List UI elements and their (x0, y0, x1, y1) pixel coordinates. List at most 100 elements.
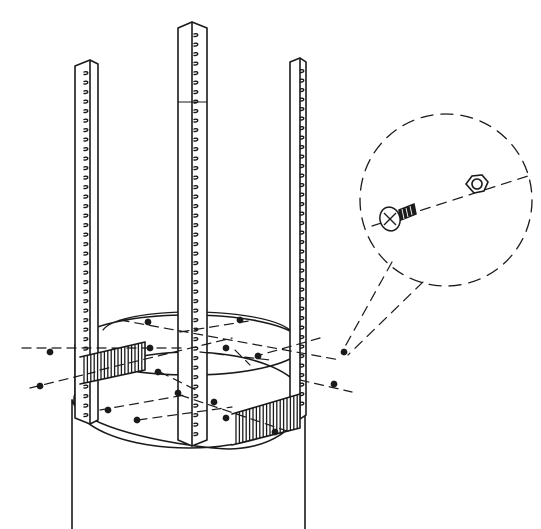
upright-slot (83, 261, 89, 266)
upright-slot (193, 80, 199, 85)
fastener-nut (340, 348, 348, 356)
upright-slot (299, 116, 305, 121)
fastener-nut (236, 316, 244, 324)
upright-slot (83, 90, 89, 95)
detail-hex-nut (464, 174, 489, 194)
upright-slot (193, 403, 199, 408)
upright-slot (83, 80, 89, 85)
upright-slot (299, 69, 305, 74)
upright-slot (193, 33, 199, 38)
clamp-plate-left (79, 341, 146, 385)
upright-slot (299, 354, 305, 359)
upright-slot (299, 164, 305, 169)
upright-slot (299, 78, 305, 83)
upright-slot (299, 240, 305, 245)
upright-slot (83, 308, 89, 313)
upright-slot (193, 356, 199, 361)
upright-slot (83, 242, 89, 247)
upright-slot (299, 173, 305, 178)
upright-slot (83, 175, 89, 180)
upright-slot (193, 118, 199, 123)
upright-slot (83, 299, 89, 304)
upright-slot (83, 289, 89, 294)
upright-slot (83, 99, 89, 104)
upright-slot (193, 242, 199, 247)
clamp-plate-right (231, 393, 301, 446)
upright-slot (83, 204, 89, 209)
upright-slot (83, 223, 89, 228)
upright-center (177, 21, 208, 447)
upright-slot (83, 232, 89, 237)
upright-slot (83, 194, 89, 199)
upright-slot (193, 52, 199, 57)
upright-slot (83, 156, 89, 161)
upright-slot (83, 337, 89, 342)
fastener-nut (210, 398, 218, 406)
upright-slot (299, 373, 305, 378)
upright-slot (193, 251, 199, 256)
detail-callout (341, 113, 533, 356)
upright-slot (83, 327, 89, 332)
upright-slot (83, 251, 89, 256)
fastener-nut (174, 389, 182, 397)
upright-slot (299, 278, 305, 283)
upright-slot (193, 194, 199, 199)
upright-slot (193, 213, 199, 218)
fastener-nut (36, 382, 44, 390)
upright-slot (193, 147, 199, 152)
upright-slot (299, 392, 305, 397)
guide-lines (21, 319, 353, 433)
fastener-nut (133, 416, 141, 424)
upright-slot (193, 432, 199, 437)
upright-slot (299, 325, 305, 330)
upright-slot (83, 280, 89, 285)
upright-slot (83, 147, 89, 152)
upright-slot (299, 126, 305, 131)
upright-slot (83, 318, 89, 323)
fastener-nut (222, 344, 230, 352)
upright-slot (299, 382, 305, 387)
upright-slot (193, 99, 199, 104)
upright-slot (193, 308, 199, 313)
fastener-nut (254, 352, 262, 360)
upright-slot (193, 109, 199, 114)
upright-slot (193, 61, 199, 66)
fastener-nut (222, 414, 230, 422)
upright-slot (299, 230, 305, 235)
upright-slot (193, 365, 199, 370)
upright-slot (193, 204, 199, 209)
upright-slot (83, 403, 89, 408)
upright-slot (83, 118, 89, 123)
upright-slot (83, 128, 89, 133)
upright-slot (299, 145, 305, 150)
upright-slot (193, 128, 199, 133)
upright-slot (83, 394, 89, 399)
upright-slot (299, 107, 305, 112)
upright-slot (193, 318, 199, 323)
upright-slot (299, 344, 305, 349)
upright-slot (193, 175, 199, 180)
upright-slot (193, 280, 199, 285)
detail-screw (379, 202, 417, 232)
upright-slot (299, 97, 305, 102)
upright-slot (193, 289, 199, 294)
upright-slot (83, 270, 89, 275)
upright-slot (193, 422, 199, 427)
fastener-nut (104, 406, 112, 414)
upright-slot (83, 71, 89, 76)
upright-slot (83, 185, 89, 190)
fastener-nut (144, 318, 152, 326)
upright-slot (83, 166, 89, 171)
upright-slot (299, 202, 305, 207)
upright-slot (193, 156, 199, 161)
upright-slot (299, 287, 305, 292)
upright-slot (299, 183, 305, 188)
upright-slot (299, 316, 305, 321)
upright-slot (83, 213, 89, 218)
upright-slot (299, 259, 305, 264)
upright-slot (299, 268, 305, 273)
upright-slot (83, 413, 89, 418)
upright-slot (193, 394, 199, 399)
upright-slot (193, 413, 199, 418)
